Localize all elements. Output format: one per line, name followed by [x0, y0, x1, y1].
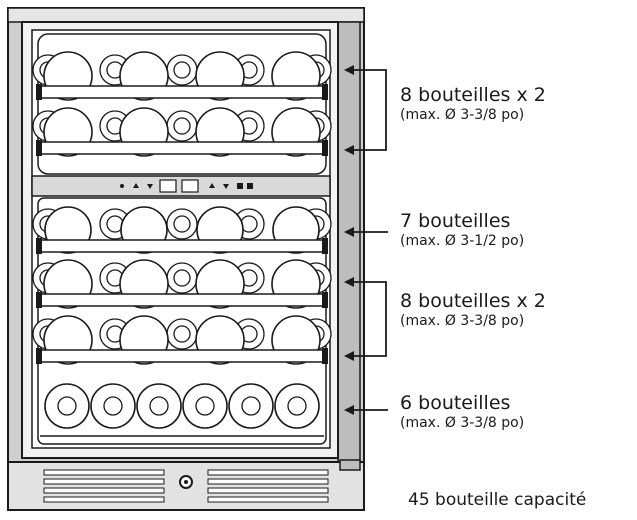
label-middle-shelf: 7 bouteilles (max. Ø 3-1/2 po)	[400, 210, 524, 250]
vent-grille	[43, 469, 329, 503]
shelf-lower-3	[32, 315, 332, 365]
cabinet-top-strip	[7, 7, 365, 23]
shelf-rail	[39, 141, 325, 155]
shelf-bracket-right	[322, 84, 328, 100]
vent-slot	[207, 496, 329, 503]
temperature-display-icon[interactable]	[159, 179, 177, 193]
label-sub: (max. Ø 3-1/2 po)	[400, 233, 525, 249]
lower-compartment	[37, 197, 327, 445]
shelf-lower-2	[32, 259, 332, 309]
shelf-bracket-left	[36, 140, 42, 156]
label-main: 8 bouteilles x 2	[400, 290, 546, 312]
callout-arrows	[348, 69, 388, 411]
label-sub: (max. Ø 3-3/8 po)	[400, 313, 525, 329]
total-capacity: 45 bouteille capacité	[408, 490, 587, 510]
door-handle-rail	[337, 21, 361, 463]
shelf-rail	[39, 293, 325, 307]
bottle-punt	[149, 396, 169, 416]
shelf-bracket-left	[36, 84, 42, 100]
down-arrow-icon[interactable]	[147, 184, 153, 189]
label-sub: (max. Ø 3-3/8 po)	[400, 415, 525, 431]
arrow-heads	[344, 65, 354, 415]
light-icon[interactable]	[237, 183, 243, 189]
shelf-bottom	[40, 383, 324, 437]
lock-icon[interactable]	[247, 183, 253, 189]
temperature-display-icon[interactable]	[181, 179, 199, 193]
leveling-foot-right	[339, 459, 361, 471]
down-arrow-icon[interactable]	[223, 184, 229, 189]
shelf-upper-1	[32, 51, 332, 101]
vent-slot	[207, 469, 329, 476]
label-sub: (max. Ø 3-3/8 po)	[400, 107, 525, 123]
shelf-bracket-right	[322, 140, 328, 156]
bottle-neck	[173, 269, 191, 287]
vent-slot	[43, 487, 165, 494]
vent-slot	[207, 478, 329, 485]
shelf-bracket-left	[36, 292, 42, 308]
label-main: 6 bouteilles	[400, 392, 511, 414]
bracket-upper	[352, 69, 387, 151]
shelf-upper-2	[32, 107, 332, 157]
vent-slot	[43, 469, 165, 476]
up-arrow-icon[interactable]	[133, 183, 139, 188]
shelf-lower-1	[32, 206, 332, 254]
vent-slot	[43, 478, 165, 485]
control-panel	[31, 175, 331, 197]
shelf-bracket-right	[322, 292, 328, 308]
vent-slot	[207, 487, 329, 494]
shelf-bracket-right	[322, 238, 328, 254]
bottle-punt	[287, 396, 307, 416]
bottle-punt	[57, 396, 77, 416]
lock-keyhole-core	[184, 480, 188, 484]
shelf-bracket-left	[36, 238, 42, 254]
shelves	[32, 51, 332, 437]
bottle-punt	[103, 396, 123, 416]
label-lower-shelves: 8 bouteilles x 2 (max. Ø 3-3/8 po)	[400, 290, 546, 330]
bottle-neck	[173, 117, 191, 135]
bracket-lower	[352, 281, 387, 357]
label-main: 7 bouteilles	[400, 210, 511, 232]
shelf-bracket-right	[322, 348, 328, 364]
label-upper-shelves: 8 bouteilles x 2 (max. Ø 3-3/8 po)	[400, 84, 546, 124]
label-bottom-shelf: 6 bouteilles (max. Ø 3-3/8 po)	[400, 392, 524, 432]
shelf-bracket-left	[36, 348, 42, 364]
control-panel-icons	[120, 179, 253, 193]
upper-compartment	[37, 33, 327, 175]
bottle-punt	[241, 396, 261, 416]
bottle-neck	[173, 215, 191, 233]
label-main: 8 bouteilles x 2	[400, 84, 546, 106]
up-arrow-icon[interactable]	[209, 183, 215, 188]
shelf-rail	[39, 85, 325, 99]
shelf-rail	[39, 239, 325, 253]
bottle-neck	[173, 61, 191, 79]
vent-slot	[43, 496, 165, 503]
bottle-punt	[195, 396, 215, 416]
dot-icon[interactable]	[120, 184, 124, 188]
bottle-neck	[173, 325, 191, 343]
shelf-rail	[39, 349, 325, 363]
